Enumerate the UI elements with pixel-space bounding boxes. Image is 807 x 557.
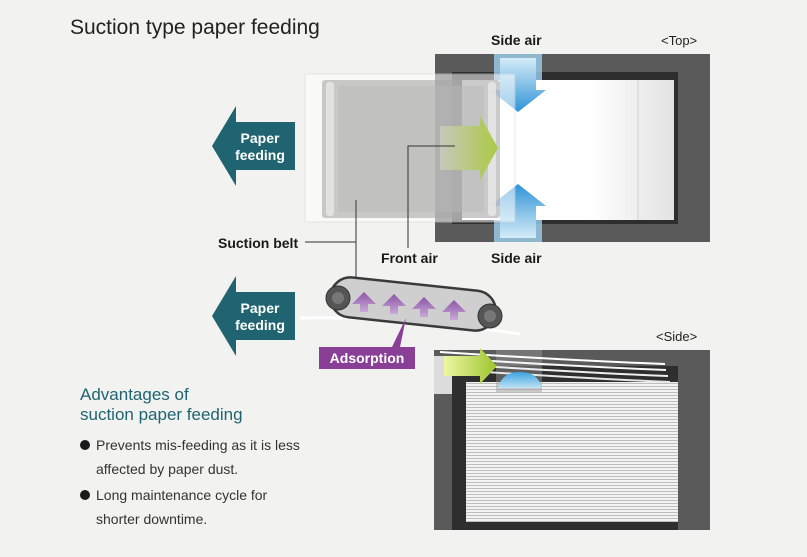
advantages-heading: Advantages of suction paper feeding [80,385,243,425]
advantage-item-2: Long maintenance cycle for shorter downt… [80,483,267,531]
paper-feeding-label-1-line1: Paper [240,130,280,146]
paper-feeding-label-2: Paper feeding [228,300,292,334]
front-air-label: Front air [381,250,438,266]
side-air-label-bottom: Side air [491,250,542,266]
advantage-item-2-line1: Long maintenance cycle for [96,487,268,503]
advantages-heading-line1: Advantages of [80,385,189,404]
advantage-item-2-line2: shorter downtime. [96,511,208,527]
side-view-label: <Side> [656,329,698,344]
bullet-dot-icon [80,440,90,450]
paper-feeding-label-1-line2: feeding [235,147,285,163]
advantages-heading-line2: suction paper feeding [80,405,243,424]
advantage-item-1: Prevents mis-feeding as it is less affec… [80,433,300,481]
adsorption-arrows [352,292,466,320]
front-air-arrow-side [444,348,497,384]
suction-belt-side [299,276,521,336]
adsorption-label: Adsorption [329,350,405,366]
side-view-tray [434,350,710,530]
paper-feeding-arrow-1 [212,106,295,186]
front-air-arrow-top [440,116,498,180]
suction-belt-unit-top [304,73,516,223]
paper-feeding-label-2-line2: feeding [235,317,285,333]
side-air-label-top: Side air [491,32,542,48]
bullet-dot-icon [80,490,90,500]
advantage-item-1-line1: Prevents mis-feeding as it is less [96,437,300,453]
page-title: Suction type paper feeding [70,16,320,39]
paper-feeding-label-1: Paper feeding [228,130,292,164]
top-view-label: <Top> [661,33,698,48]
paper-feeding-label-2-line1: Paper [240,300,280,316]
suction-belt-label: Suction belt [218,235,299,251]
paper-feeding-arrow-2 [212,276,295,356]
advantage-item-1-line2: affected by paper dust. [96,461,239,477]
adsorption-callout [319,318,415,369]
front-air-leader [407,145,455,248]
